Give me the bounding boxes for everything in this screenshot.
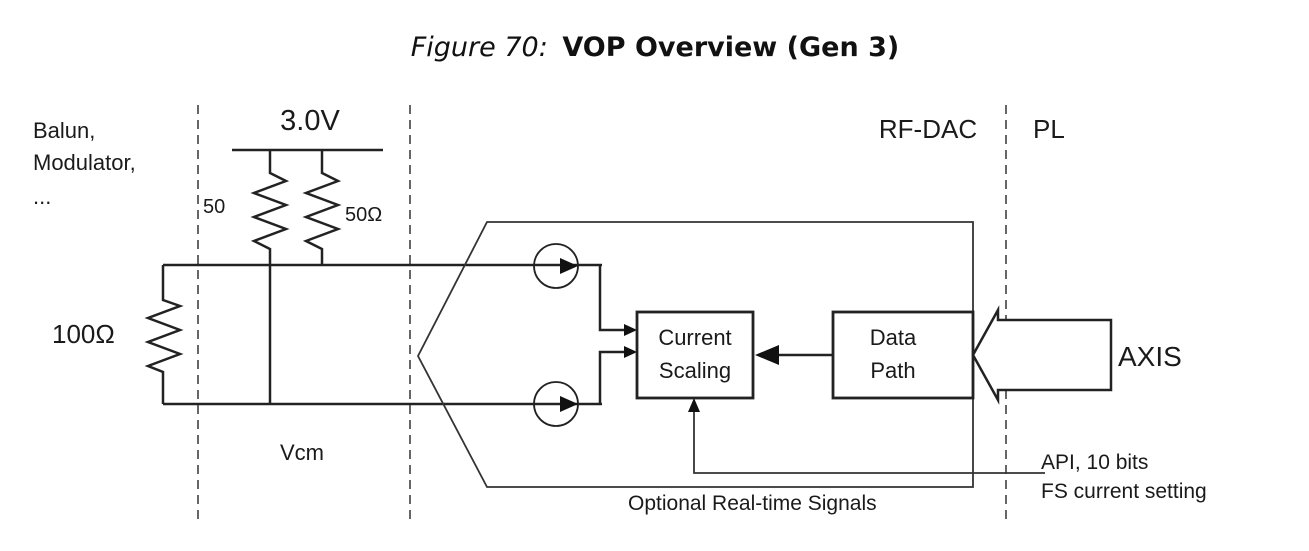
- rf-dac-enclosure: [416, 221, 974, 488]
- label-pullup-left: 50: [203, 196, 225, 218]
- label-ellipsis: ...: [33, 184, 51, 209]
- arrowhead-datapath-icon: [755, 345, 779, 365]
- current-source-positive-icon: [533, 243, 579, 289]
- label-termination: 100Ω: [52, 319, 115, 349]
- termination-resistor-icon: [144, 265, 184, 404]
- label-pullup-right: 50Ω: [345, 204, 382, 226]
- figure-caption: Figure 70: VOP Overview (Gen 3): [411, 32, 899, 63]
- label-axis: AXIS: [1118, 341, 1182, 372]
- label-supply-voltage: 3.0V: [280, 105, 340, 137]
- pullup-resistor-right-icon: [302, 150, 342, 265]
- label-optional-signals: Optional Real-time Signals: [628, 492, 877, 515]
- data-path-block: Data Path: [831, 310, 975, 400]
- label-api-line1: API, 10 bits: [1041, 451, 1148, 474]
- wire-positive-to-scaling: [598, 265, 628, 332]
- arrowhead-positive-icon: [624, 324, 637, 336]
- label-api-line2: FS current setting: [1041, 480, 1207, 503]
- data-path-line1: Data: [870, 325, 917, 350]
- current-source-negative-icon: [533, 381, 579, 427]
- label-modulator: Modulator,: [33, 150, 136, 175]
- label-rf-dac: RF-DAC: [879, 114, 977, 144]
- current-scaling-block: Current Scaling: [635, 310, 755, 400]
- label-vcm: Vcm: [280, 440, 324, 465]
- label-balun: Balun,: [33, 118, 95, 143]
- caption-title: VOP Overview (Gen 3): [562, 32, 899, 63]
- arrowhead-optional-icon: [688, 398, 700, 412]
- wire-optional-signals: [693, 410, 1045, 474]
- pullup-resistor-left-icon: [250, 150, 290, 265]
- current-scaling-line2: Scaling: [659, 358, 731, 383]
- arrowhead-negative-icon: [624, 346, 637, 358]
- axis-input-arrow-icon: [971, 305, 1113, 405]
- label-pl: PL: [1033, 114, 1065, 144]
- data-path-line2: Path: [870, 358, 915, 383]
- wire-negative-to-scaling: [598, 350, 628, 404]
- caption-prefix: Figure 70:: [411, 32, 548, 63]
- current-scaling-line1: Current: [658, 325, 731, 350]
